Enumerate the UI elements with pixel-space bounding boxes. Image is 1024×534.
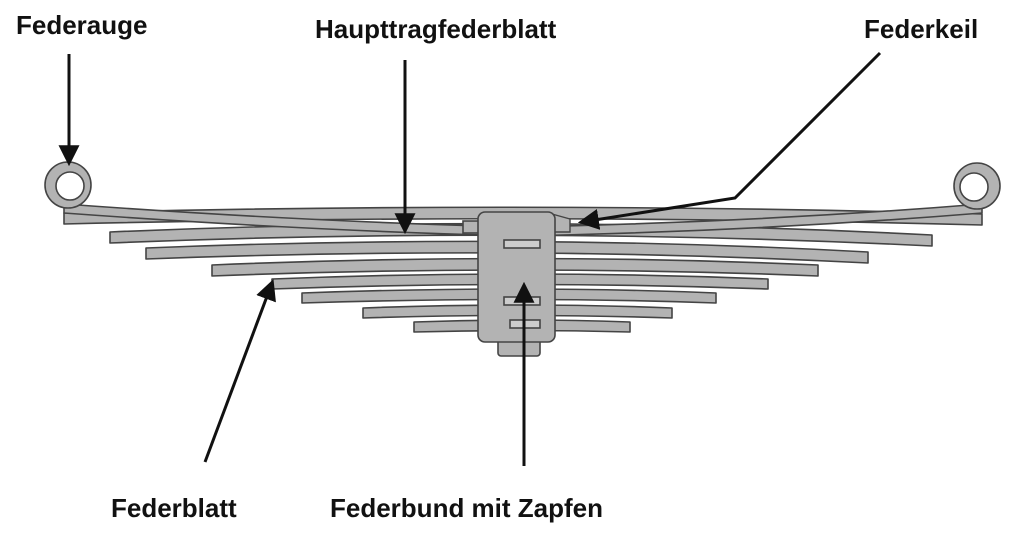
label-federblatt: Federblatt	[111, 493, 237, 523]
label-federbund-mit-zapfen: Federbund mit Zapfen	[330, 493, 603, 523]
spring-eye-left	[44, 161, 92, 209]
center-clamp	[462, 211, 556, 357]
arrow-wedge	[577, 51, 882, 230]
spring-eye-right	[953, 162, 1001, 210]
clamp-slot-top	[503, 239, 541, 249]
label-haupttragfederblatt: Haupttragfederblatt	[315, 14, 557, 44]
pointer-arrows	[58, 51, 882, 466]
clamp-slot-middle	[503, 296, 541, 306]
clamp-side-left	[462, 220, 480, 234]
label-federkeil: Federkeil	[864, 14, 978, 44]
arrow-leaf	[203, 279, 276, 463]
label-federauge: Federauge	[16, 10, 148, 40]
